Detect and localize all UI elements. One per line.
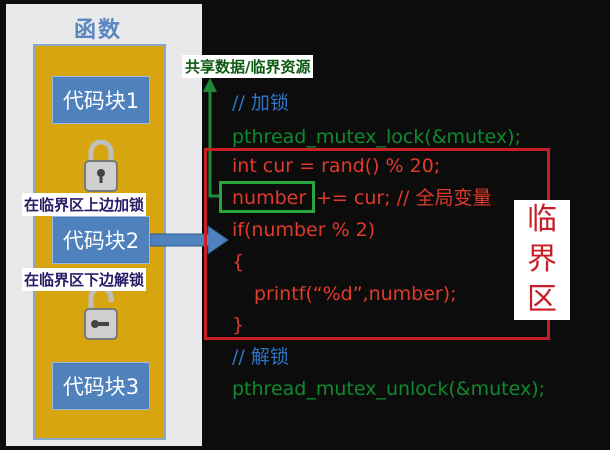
block-to-critical-arrow — [150, 225, 229, 255]
lock-annotation: 在临界区上边加锁 — [22, 193, 147, 216]
code-if-line: if(number % 2) — [232, 219, 376, 241]
code-block-3: 代码块3 — [52, 362, 150, 410]
code-printf-line: printf(“%d”,number); — [254, 283, 457, 305]
function-column: 代码块1 代码块2 代码块3 — [33, 44, 166, 440]
lock-closed-icon — [84, 139, 118, 192]
code-block-1: 代码块1 — [52, 76, 150, 124]
shared-resource-arrow — [203, 78, 220, 198]
critical-section-label: 临界区 — [514, 200, 570, 320]
code-rand-line: int cur = rand() % 20; — [232, 155, 441, 177]
code-close-brace: } — [232, 314, 245, 336]
shared-resource-label: 共享数据/临界资源 — [182, 55, 314, 78]
code-open-brace: { — [232, 251, 245, 273]
code-block-2: 代码块2 — [52, 216, 150, 264]
code-unlock-call: pthread_mutex_unlock(&mutex); — [232, 378, 546, 400]
code-number-add: += cur; // 全局变量 — [316, 187, 492, 209]
code-number-var: number — [232, 187, 307, 209]
code-lock-comment: // 加锁 — [232, 92, 289, 114]
code-lock-call: pthread_mutex_lock(&mutex); — [232, 126, 521, 148]
shared-variable-highlight — [219, 181, 315, 213]
unlock-annotation: 在临界区下边解锁 — [22, 268, 147, 291]
lock-open-icon — [84, 286, 118, 340]
function-title: 函数 — [74, 18, 123, 43]
code-unlock-comment: // 解锁 — [232, 346, 289, 368]
